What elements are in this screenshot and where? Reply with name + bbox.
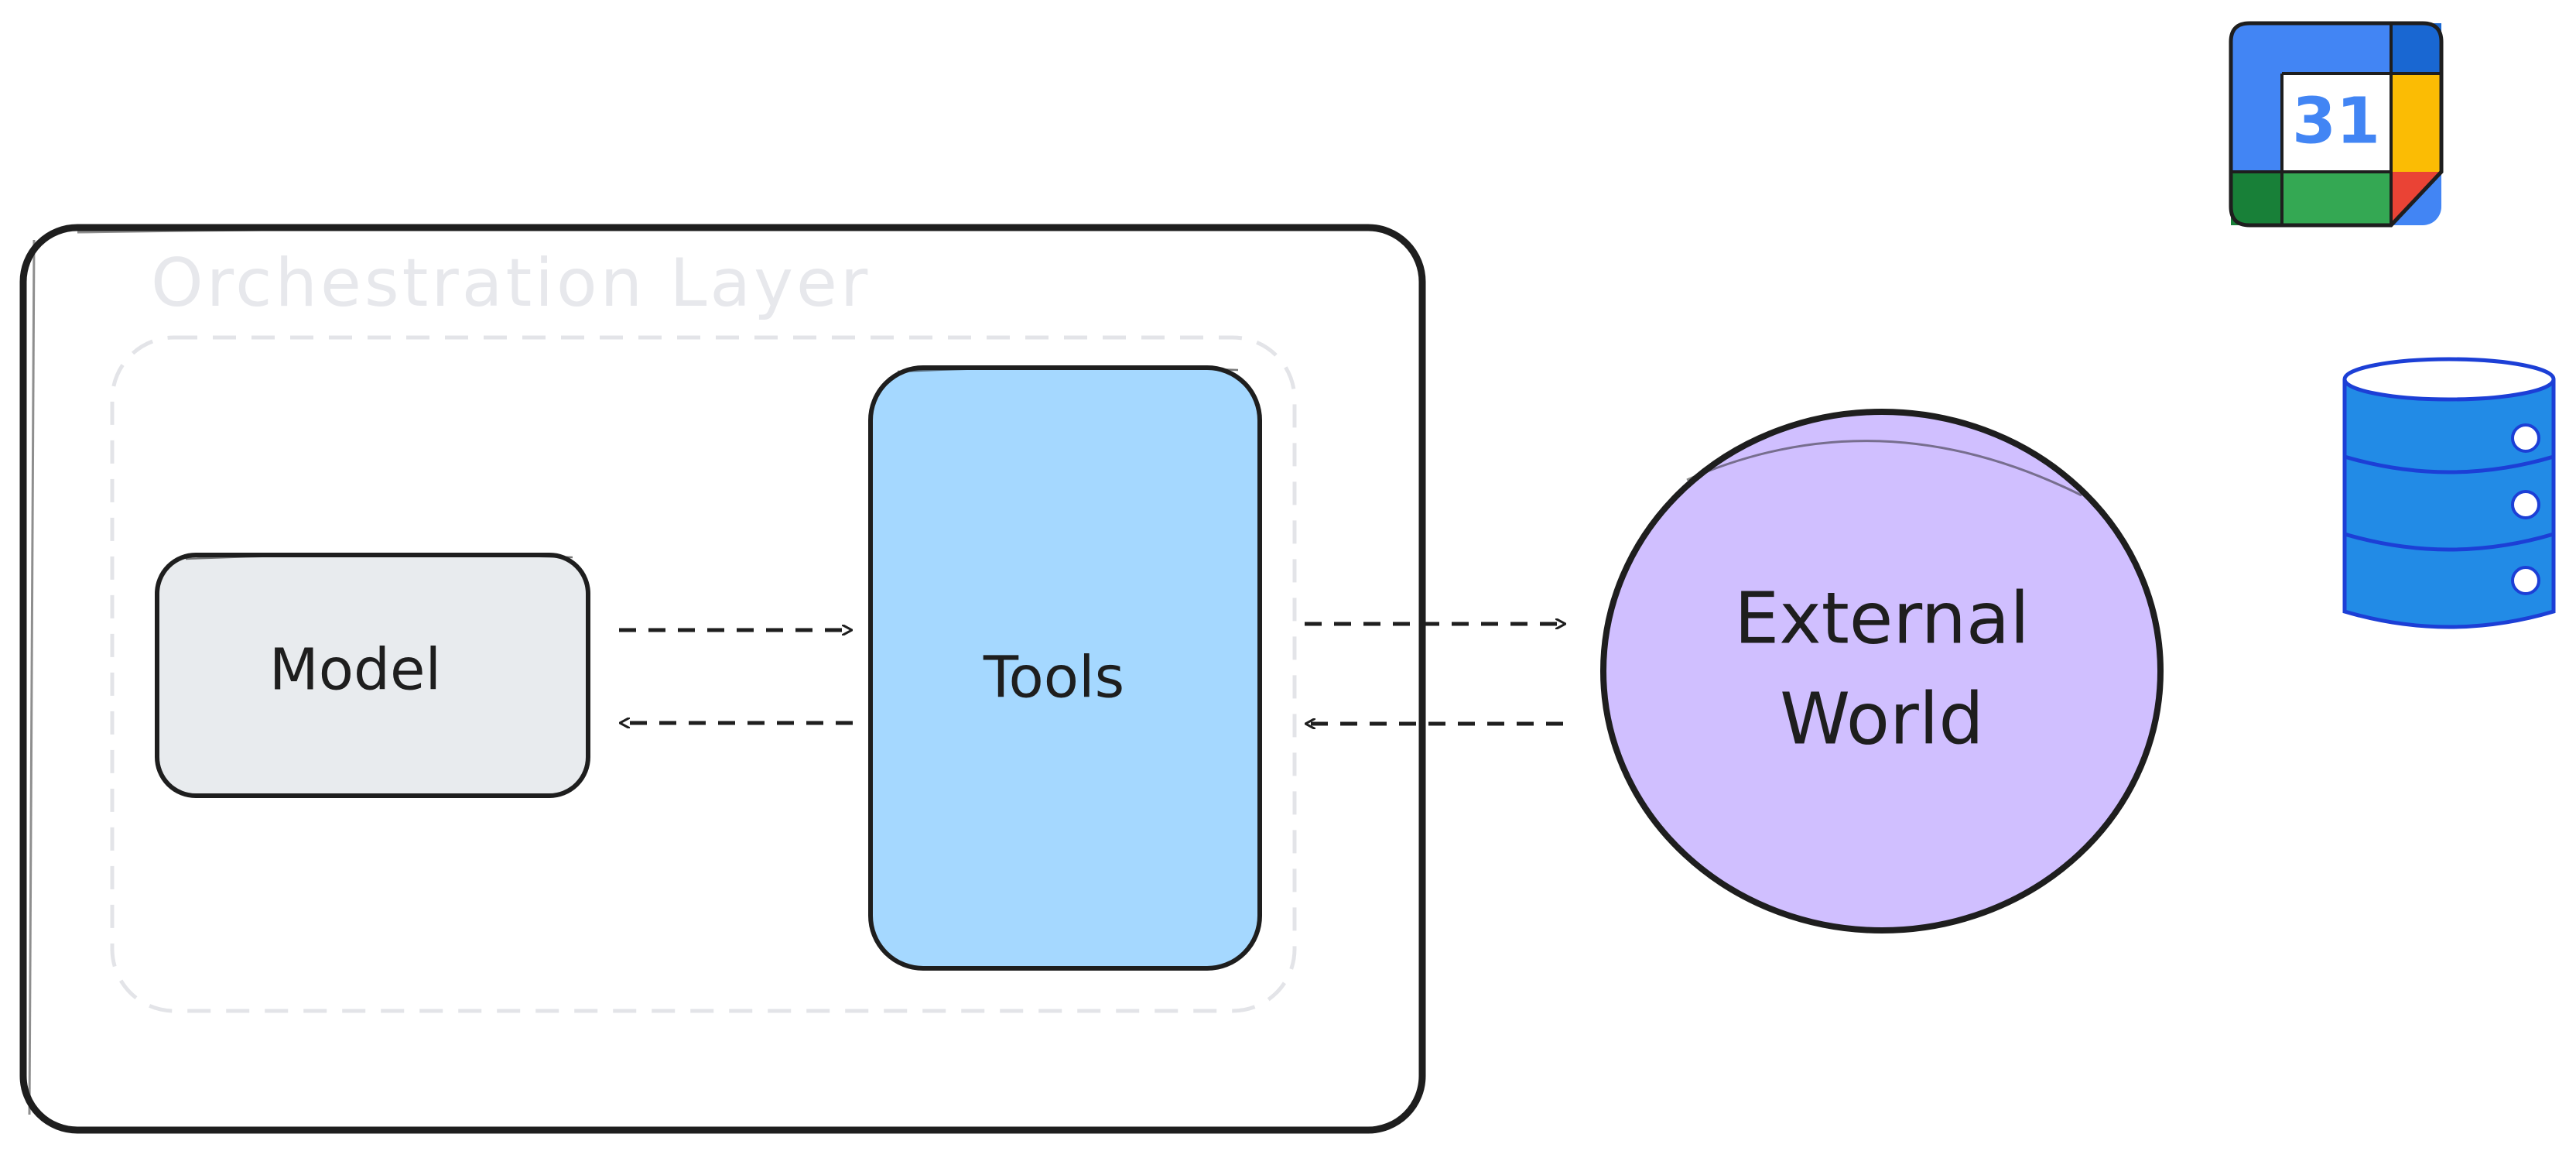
database-icon bbox=[2342, 357, 2556, 629]
model-label: Model bbox=[269, 637, 441, 704]
external-world-node: External World bbox=[1600, 409, 2164, 933]
orchestration-dashed-boundary bbox=[110, 335, 1297, 1013]
external-world-label-line1: External bbox=[1734, 577, 2030, 659]
tools-label: Tools bbox=[983, 645, 1124, 711]
model-node: Model bbox=[155, 553, 590, 798]
external-world-label-line2: World bbox=[1780, 677, 1984, 760]
calendar-day-number: 31 bbox=[2292, 84, 2380, 158]
tools-node: Tools bbox=[868, 365, 1262, 971]
google-calendar-icon: 31 bbox=[2229, 21, 2444, 228]
orchestration-layer-label: Orchestration Layer bbox=[151, 245, 871, 322]
